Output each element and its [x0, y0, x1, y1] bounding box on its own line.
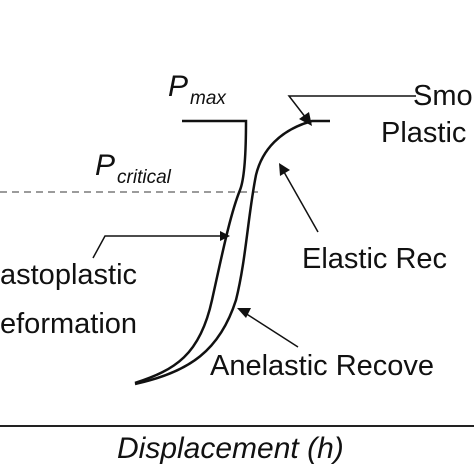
smooth-plastic-arrow-head — [299, 112, 312, 126]
elastic-recovery-label: Elastic Rec — [302, 243, 448, 275]
anelastic-recovery-arrow-head — [237, 308, 251, 318]
smooth-plastic-label-line1: Smo — [413, 80, 473, 112]
elastoplastic-label-line2: eformation — [0, 308, 138, 340]
elastic-recovery-leader-line — [283, 171, 319, 233]
anelastic-recovery-leader-line — [244, 312, 299, 348]
elastoplastic-leader-line — [92, 235, 222, 259]
anelastic-recovery-label: Anelastic Recove — [210, 350, 435, 382]
elastoplastic-arrow-head — [220, 231, 230, 241]
smooth-plastic-label-line2: Plastic — [381, 117, 467, 149]
p-critical-symbol: P — [95, 149, 116, 182]
p-max-subscript: max — [190, 88, 226, 109]
loading-curve — [134, 119, 248, 385]
elastic-recovery-arrow-head — [279, 163, 290, 176]
p-max-symbol: P — [168, 70, 189, 103]
x-axis-label: Displacement (h) — [117, 432, 344, 465]
smooth-plastic-leader-line — [287, 95, 416, 119]
unloading-curve — [134, 119, 330, 386]
elastoplastic-label-line1: astoplastic — [0, 259, 138, 291]
p-critical-subscript: critical — [117, 167, 171, 188]
